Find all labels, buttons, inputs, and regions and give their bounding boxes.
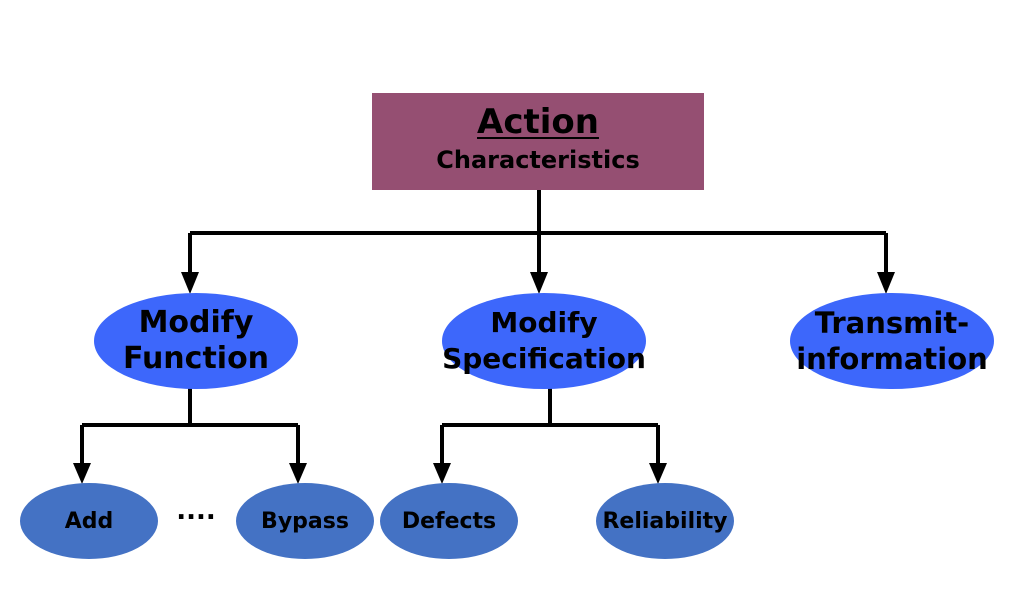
add-label: Add [64, 508, 114, 534]
defects-label: Defects [401, 508, 497, 534]
root-title: Action [477, 102, 599, 142]
arrowhead [181, 272, 199, 294]
bypass-label: Bypass [261, 508, 349, 534]
root-subtitle: Characteristics [436, 146, 640, 174]
modify-specification-line1: Modify [490, 306, 598, 339]
reliability-label: Reliability [602, 508, 728, 534]
arrowhead [530, 272, 548, 294]
arrowhead [433, 463, 451, 484]
add-node: Add [20, 483, 158, 559]
modify-function-line2: Function [122, 341, 270, 376]
modify-specification-line2: Specification [442, 342, 646, 375]
defects-node: Defects [380, 483, 518, 559]
modify-function-line1: Modify [138, 305, 254, 340]
transmit-information-node: Transmit- information [790, 293, 994, 389]
modify-specification-node: Modify Specification [442, 293, 646, 389]
bypass-node: Bypass [236, 483, 374, 559]
arrowhead [73, 463, 91, 484]
arrowhead [649, 463, 667, 484]
modify-function-node: Modify Function [94, 293, 298, 389]
reliability-node: Reliability [596, 483, 734, 559]
transmit-information-line2: information [796, 342, 988, 376]
arrowhead [877, 272, 895, 294]
action-characteristics-box: Action Characteristics [372, 93, 704, 190]
arrowhead [289, 463, 307, 484]
transmit-information-line1: Transmit- [814, 306, 970, 340]
ellipsis-more: .... [176, 496, 216, 526]
